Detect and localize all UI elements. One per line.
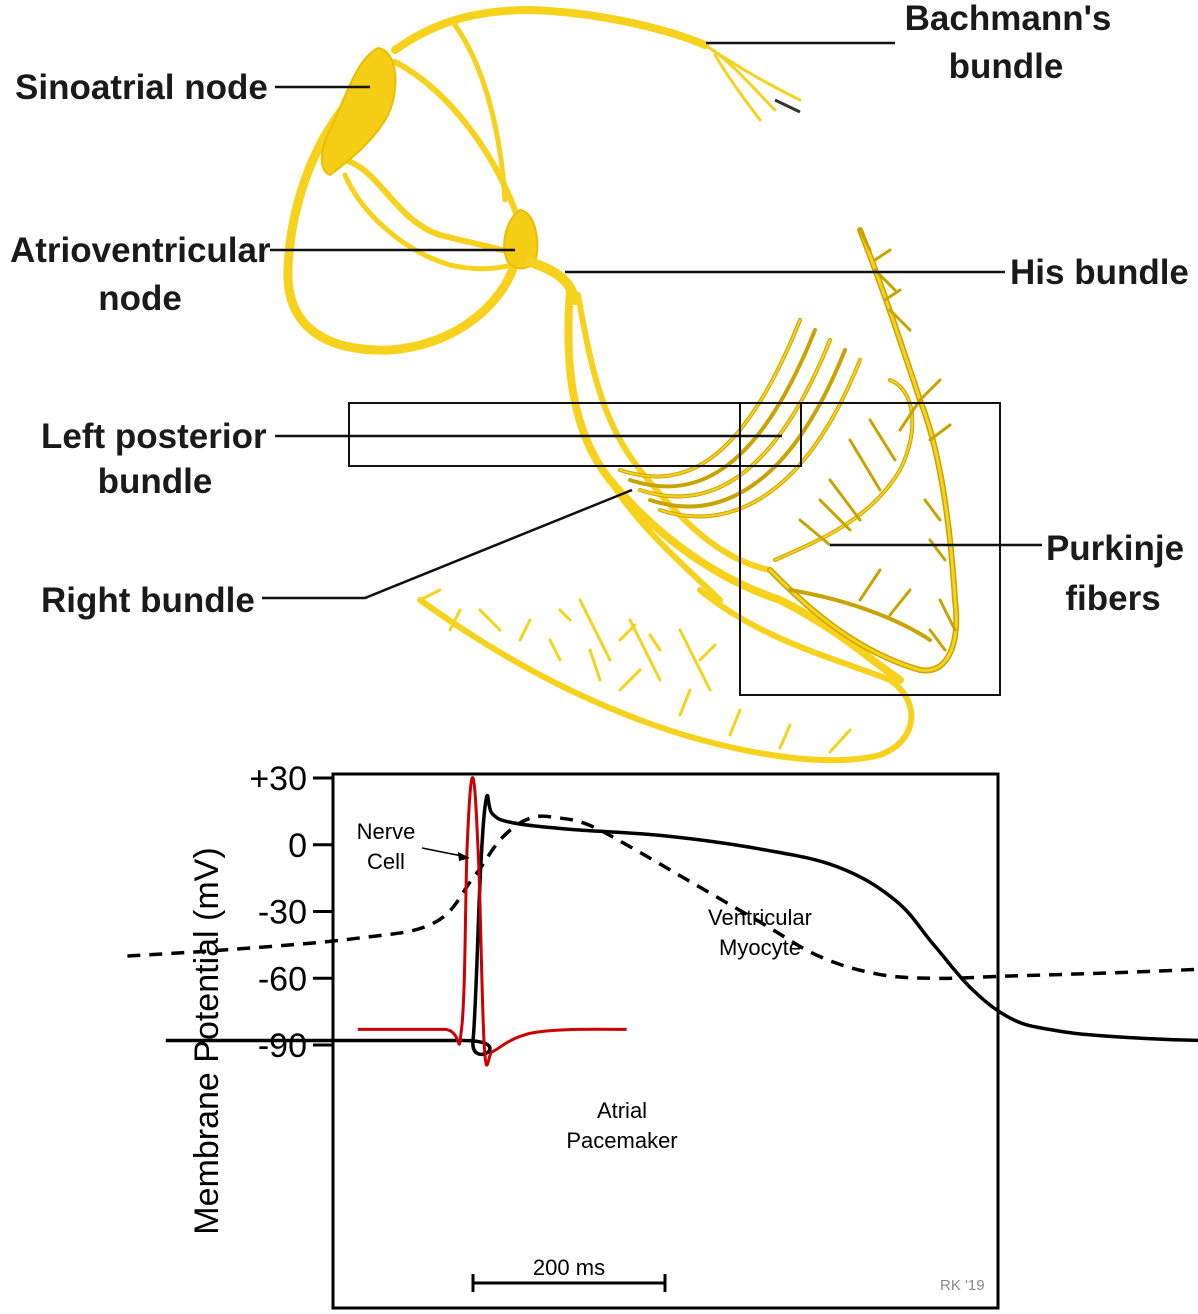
label-bachmann-2: bundle xyxy=(949,47,1064,86)
internodal-tract-middle xyxy=(342,157,523,258)
right-bundle-leader xyxy=(262,488,633,600)
label-his: His bundle xyxy=(1010,253,1189,292)
bachmann-bundle-tract xyxy=(391,6,709,54)
bachmann-fan-2 xyxy=(703,43,802,102)
nerve-cell-label-2: Cell xyxy=(367,849,405,874)
y-axis: +30 0 -30 -60 -90 xyxy=(249,760,333,1065)
label-av-node-2: node xyxy=(98,279,182,318)
y-tick-label: +30 xyxy=(249,760,307,798)
series-line-ventricular-myocyte xyxy=(165,793,1198,1057)
label-purkinje-2: fibers xyxy=(1065,579,1160,618)
bachmann-branch-upper xyxy=(452,22,508,203)
internodal-tract-inner xyxy=(392,59,523,228)
bachmann-fan-dark xyxy=(774,98,801,114)
label-sa-node: Sinoatrial node xyxy=(15,68,268,107)
label-purkinje-1: Purkinje xyxy=(1046,529,1184,568)
ventricular-label-2: Myocyte xyxy=(719,935,801,960)
atrial-label-1: Atrial xyxy=(597,1098,647,1123)
purkinje-network xyxy=(767,227,960,674)
label-bachmann-1: Bachmann's xyxy=(905,0,1112,38)
nerve-cell-label-1: Nerve xyxy=(357,819,416,844)
atrial-tract-low xyxy=(342,172,523,272)
bachmann-fan-3 xyxy=(713,53,762,122)
label-av-node-1: Atrioventricular xyxy=(10,231,271,270)
right-ventricle-branches xyxy=(417,477,915,764)
series-line-nerve-cell xyxy=(357,776,627,1067)
y-tick-label: -30 xyxy=(258,894,307,932)
av-node xyxy=(503,208,539,270)
time-scale-bar xyxy=(471,1274,667,1292)
series-line-atrial-pacemaker xyxy=(127,814,1198,981)
nerve-cell-arrowhead xyxy=(458,852,470,861)
label-left-posterior-2: bundle xyxy=(98,462,213,501)
y-tick-label: -90 xyxy=(258,1027,307,1065)
internodal-tract-outer xyxy=(283,75,520,355)
left-posterior-fascicles xyxy=(618,318,862,519)
action-potential-chart: +300-30-60-90 Membrane Potential (mV) Ne… xyxy=(127,760,1198,1310)
left-bundle-tract xyxy=(575,292,773,573)
scale-bar-label: 200 ms xyxy=(533,1255,605,1280)
nerve-cell-arrow xyxy=(421,847,463,857)
conduction-diagram: Sinoatrial node Bachmann's bundle Atriov… xyxy=(10,0,1189,764)
label-left-posterior-1: Left posterior xyxy=(41,417,267,456)
left-posterior-box xyxy=(348,402,802,467)
y-tick-label: 0 xyxy=(288,827,307,865)
ventricular-label-1: Ventricular xyxy=(708,905,812,930)
atrial-label-2: Pacemaker xyxy=(566,1128,677,1153)
right-bundle-tract xyxy=(564,286,904,684)
series-layer xyxy=(127,776,1198,1067)
y-tick-label: -60 xyxy=(258,960,307,998)
purkinje-box xyxy=(739,402,1001,696)
label-right-bundle: Right bundle xyxy=(41,581,255,620)
sa-node xyxy=(320,46,397,177)
credit-text: RK '19 xyxy=(940,1277,985,1294)
